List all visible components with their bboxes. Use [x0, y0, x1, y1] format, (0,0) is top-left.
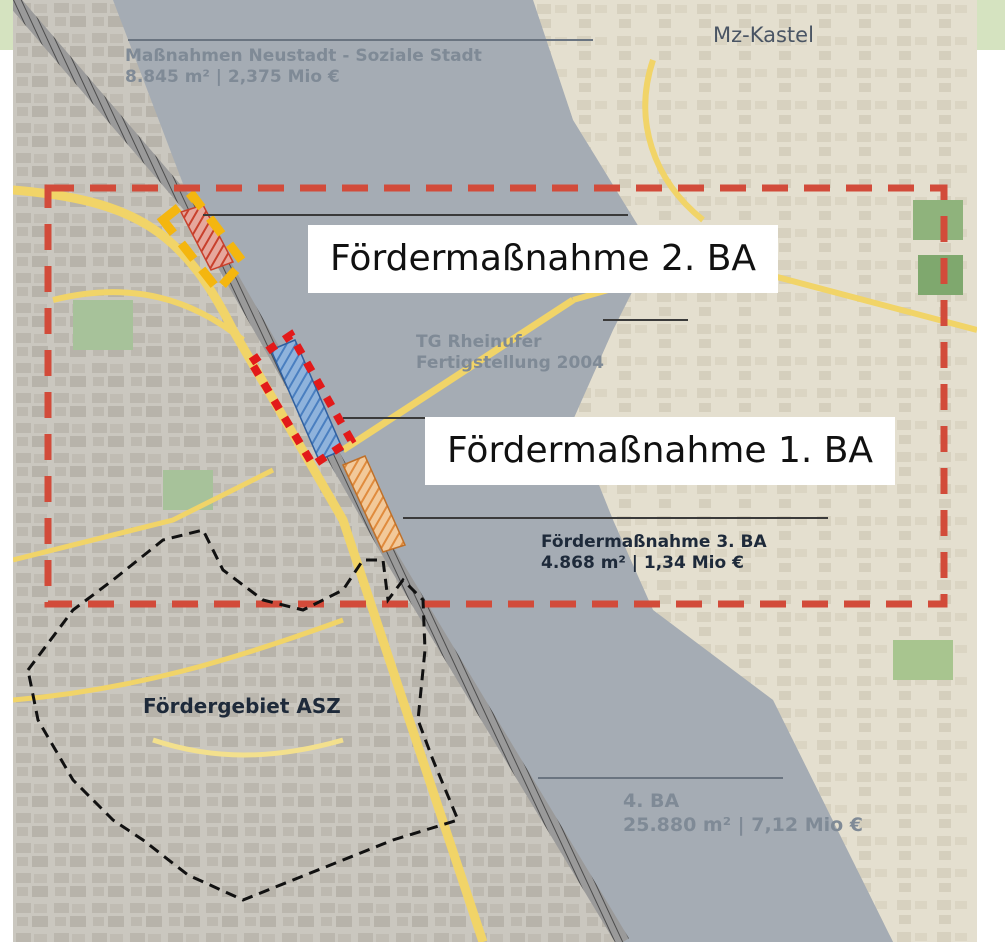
label-neustadt-title: Maßnahmen Neustadt - Soziale Stadt	[125, 46, 482, 66]
label-neustadt-detail: 8.845 m² | 2,375 Mio €	[125, 67, 340, 88]
label-ba3-detail: 4.868 m² | 1,34 Mio €	[541, 553, 744, 574]
label-rheinufer-detail: Fertigstellung 2004	[416, 353, 604, 374]
callout-ba1: Fördermaßnahme 1. BA	[425, 417, 896, 485]
label-ba3: Fördermaßnahme 3. BA 4.868 m² | 1,34 Mio…	[541, 532, 767, 575]
label-area: Fördergebiet ASZ	[143, 694, 341, 718]
label-neustadt: Maßnahmen Neustadt - Soziale Stadt 8.845…	[125, 46, 482, 89]
label-ba4-detail: 25.880 m² | 7,12 Mio €	[623, 813, 864, 836]
place-kastel: Mz-Kastel	[713, 23, 814, 47]
label-ba4: 4. BA 25.880 m² | 7,12 Mio €	[623, 790, 863, 838]
callout-ba2: Fördermaßnahme 2. BA	[308, 225, 779, 293]
label-ba4-title: 4. BA	[623, 790, 680, 812]
label-ba3-title: Fördermaßnahme 3. BA	[541, 532, 767, 552]
label-rheinufer: TG Rheinufer Fertigstellung 2004	[416, 332, 604, 375]
label-rheinufer-title: TG Rheinufer	[416, 332, 542, 352]
